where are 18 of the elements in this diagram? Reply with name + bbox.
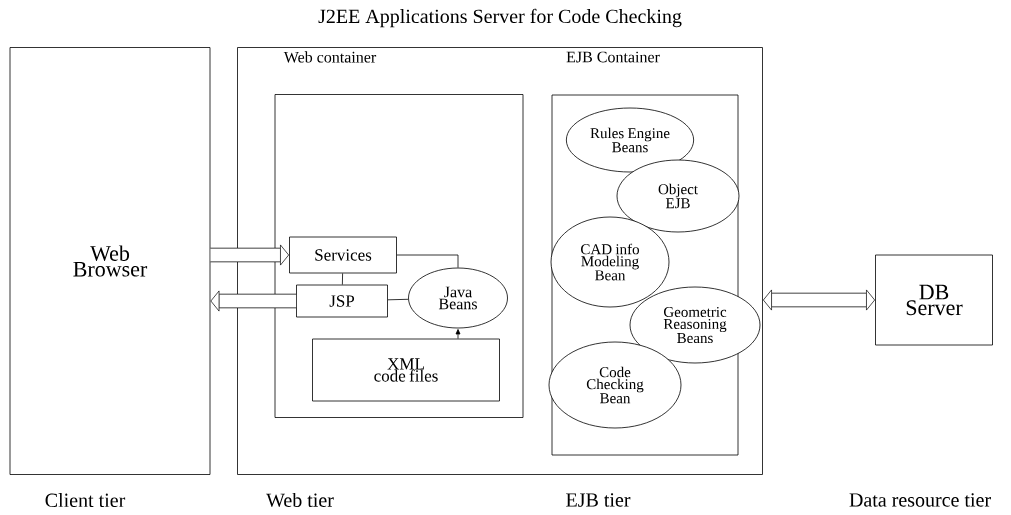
tier-label: Client tier <box>45 492 126 508</box>
tier-box: DB Server <box>875 254 993 346</box>
tier-label: EJB tier <box>566 493 631 507</box>
block-arrow <box>763 289 875 311</box>
block-arrow <box>210 244 289 266</box>
connector-line <box>341 273 343 285</box>
tier-label: Web tier <box>266 492 334 508</box>
block-arrow <box>210 290 297 312</box>
node-label: EJB Container <box>566 51 660 63</box>
tier-label: Data resource tier <box>849 493 991 507</box>
connector-line <box>396 254 459 268</box>
node-label: J2EE Applications Server for Code Checking <box>318 8 682 28</box>
tier-box: Web Browser <box>9 47 211 475</box>
connector-line <box>387 298 409 301</box>
component-box: XML code files <box>312 338 500 402</box>
arrow <box>455 329 461 339</box>
component-box: JSP <box>296 284 388 318</box>
node-label: Web container <box>283 51 377 63</box>
